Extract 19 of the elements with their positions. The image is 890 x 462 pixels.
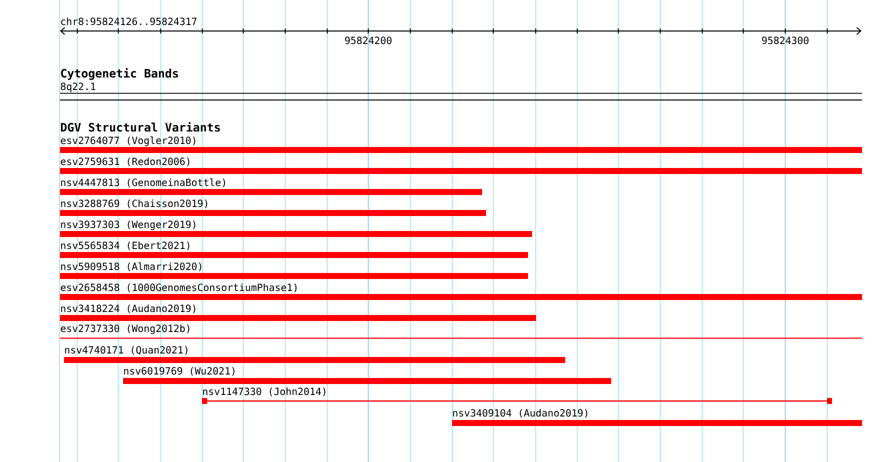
variant-label: esv2737330 (Wong2012b) xyxy=(60,324,190,334)
variant-label: nsv4447813 (GenomeinaBottle) xyxy=(61,178,226,188)
variant-label: esv2764077 (Vogler2010) xyxy=(60,136,196,146)
variant-label: nsv3409104 (Audano2019) xyxy=(453,408,588,418)
variant-label: nsv3418224 (Audano2019) xyxy=(61,304,196,314)
band-label: 8q22.1 xyxy=(60,82,96,92)
variant-label: nsv3288769 (Chaisson2019) xyxy=(61,199,208,208)
variant-label: esv2759631 (Redon2006) xyxy=(60,157,190,166)
tick-label: 95824300 xyxy=(762,36,808,44)
variant-label: esv2658458 (1000GenomesConsortiumPhase1) xyxy=(60,283,297,292)
variant-label: nsv5909518 (Almarri2020) xyxy=(61,262,202,272)
variant-label: nsv3937303 (Wenger2019) xyxy=(61,220,196,230)
variant-label: nsv1147330 (John2014) xyxy=(203,387,326,396)
variant-label: nsv4740171 (Quan2021) xyxy=(65,346,188,355)
variant-label: nsv5565834 (Ebert2021) xyxy=(61,241,190,250)
variant-label: nsv6019769 (Wu2021) xyxy=(124,366,234,376)
position-label: chr8:95824126..95824317 xyxy=(61,17,197,26)
track-title: DGV Structural Variants xyxy=(61,122,220,132)
tick-label: 95824200 xyxy=(345,36,392,44)
